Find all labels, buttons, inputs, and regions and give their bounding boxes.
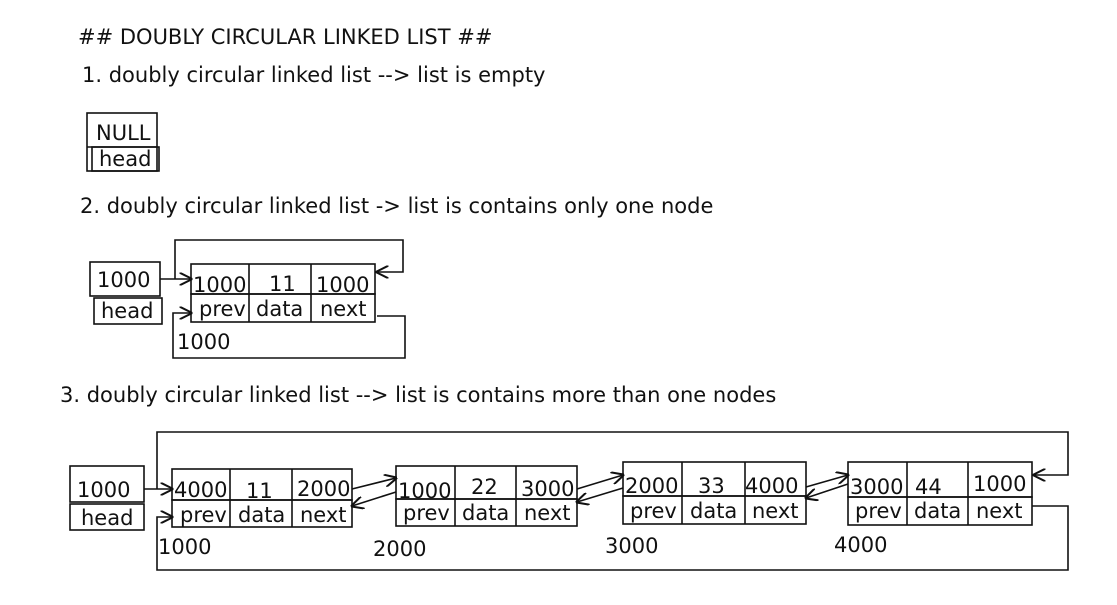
node-1-field-data: data xyxy=(238,503,285,527)
node-2-field-prev: prev xyxy=(403,501,450,525)
case-1-head-value: NULL xyxy=(96,121,151,145)
case-3-head-box xyxy=(69,465,145,531)
case-2-field-prev: prev xyxy=(199,297,246,321)
node-4-data: 44 xyxy=(915,475,942,499)
case-2-node-prev: 1000 xyxy=(193,273,246,297)
case-2-next-loop xyxy=(174,239,404,279)
case-1-heading: 1. doubly circular linked list --> list … xyxy=(82,63,546,87)
node-4-prev: 3000 xyxy=(850,475,903,499)
next-arrow-2-3 xyxy=(576,475,623,490)
node-4-next: 1000 xyxy=(973,472,1026,496)
node-4-address: 4000 xyxy=(834,533,887,557)
prev-arrow-2-1 xyxy=(352,491,397,506)
node-2-address: 2000 xyxy=(373,537,426,561)
node-3-field-prev: prev xyxy=(630,499,677,523)
node-1-data: 11 xyxy=(246,479,273,503)
node-1-address: 1000 xyxy=(158,535,211,559)
node-4-field-next: next xyxy=(976,499,1023,523)
case-2-field-data: data xyxy=(256,297,303,321)
node-2-field-next: next xyxy=(524,501,571,525)
node-1-field-next: next xyxy=(300,503,347,527)
case-3-head-label: head xyxy=(81,506,133,530)
case-2-head-label: head xyxy=(101,299,153,323)
node-3-field-next: next xyxy=(752,499,799,523)
case-2-head-value: 1000 xyxy=(97,268,150,292)
prev-arrow-4-3 xyxy=(806,483,849,498)
case-2-node-data: 11 xyxy=(269,272,296,296)
prev-arrow-3-2 xyxy=(577,487,624,502)
case-2-node-next: 1000 xyxy=(316,273,369,297)
node-3-data: 33 xyxy=(698,474,725,498)
case-2-node-address: 1000 xyxy=(177,330,230,354)
case-1-head-box xyxy=(86,112,160,172)
next-arrow-1-2 xyxy=(351,478,396,490)
node-2-field-data: data xyxy=(462,501,509,525)
node-2-data: 22 xyxy=(471,475,498,499)
node-3-next: 4000 xyxy=(745,474,798,498)
node-2-prev: 1000 xyxy=(398,479,451,503)
diagram-title: ## DOUBLY CIRCULAR LINKED LIST ## xyxy=(78,25,493,49)
case-3-heading: 3. doubly circular linked list --> list … xyxy=(60,383,777,407)
node-1-prev: 4000 xyxy=(174,478,227,502)
next-arrow-3-4 xyxy=(805,475,848,488)
node-2-next: 3000 xyxy=(521,477,574,501)
case-2-heading: 2. doubly circular linked list -> list i… xyxy=(80,194,714,218)
node-3-prev: 2000 xyxy=(625,474,678,498)
case-3-head-value: 1000 xyxy=(77,478,130,502)
case-3-top-loop xyxy=(156,431,1069,489)
node-4-field-prev: prev xyxy=(855,499,902,523)
node-1-next: 2000 xyxy=(297,477,350,501)
node-4-field-data: data xyxy=(914,499,961,523)
node-1-field-prev: prev xyxy=(180,503,227,527)
case-1-head-label: head xyxy=(99,147,151,171)
case-3-bottom-loop xyxy=(156,505,1069,571)
node-3-address: 3000 xyxy=(605,534,658,558)
case-2-prev-loop xyxy=(172,313,406,359)
case-2-field-next: next xyxy=(320,297,367,321)
node-3-field-data: data xyxy=(690,499,737,523)
